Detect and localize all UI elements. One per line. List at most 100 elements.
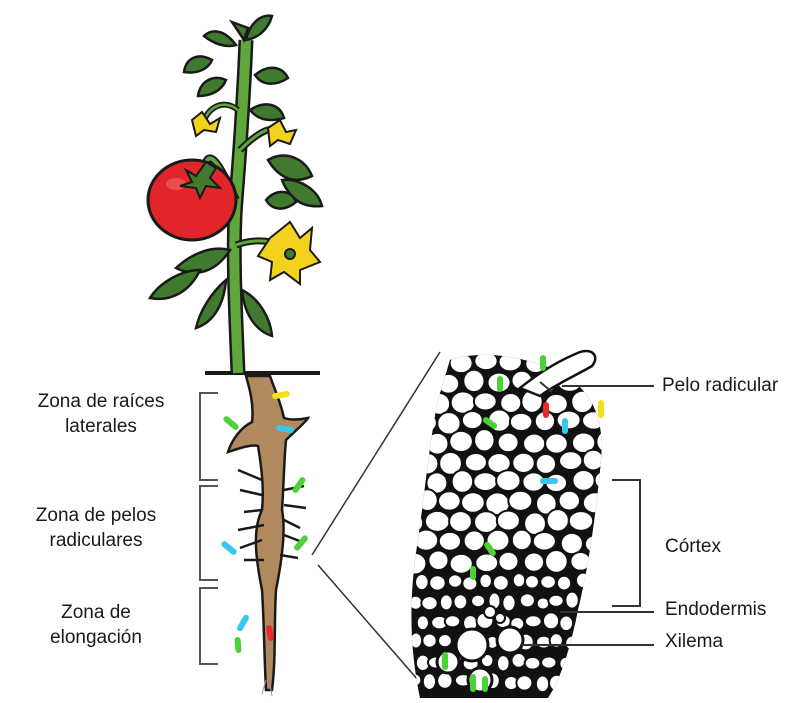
tissue-cell — [559, 451, 582, 470]
tissue-cell — [493, 575, 509, 590]
tissue-cell — [581, 673, 597, 688]
tissue-cell — [598, 595, 611, 609]
tissue-cell — [417, 413, 437, 432]
tissue-cell — [496, 470, 520, 491]
zone-label-lateral-roots: Zona de raíces laterales — [6, 389, 196, 439]
tissue-cell — [582, 634, 598, 650]
tissue-cell — [525, 575, 539, 588]
tissue-cell — [454, 594, 468, 609]
tissue-cell — [463, 370, 484, 392]
tissue-cell — [583, 371, 605, 393]
tissue-cell — [461, 492, 485, 512]
tissue-cell — [561, 533, 583, 554]
tissue-cell — [523, 434, 545, 454]
tissue-cell — [559, 491, 580, 511]
tissue-cell — [417, 489, 438, 511]
tissue-cell — [474, 429, 494, 451]
tissue-cell — [540, 575, 556, 589]
tissue-cell — [536, 676, 549, 693]
tissue-cell — [559, 657, 572, 671]
tissue-cell — [576, 616, 591, 629]
tissue-cell — [437, 374, 459, 394]
tissue-cell — [437, 672, 452, 688]
tissue-cell — [591, 573, 608, 589]
tissue-cell — [557, 576, 571, 591]
label-xylem: Xilema — [665, 631, 723, 653]
tissue-cell — [425, 511, 450, 532]
tissue-cell — [572, 470, 594, 491]
tissue-cell — [422, 633, 436, 647]
tissue-cell — [585, 535, 606, 553]
tissue-cell — [417, 615, 429, 630]
tissue-cell — [474, 352, 497, 370]
tissue-cell — [438, 634, 452, 647]
tissue-cell — [583, 492, 608, 513]
tissue-cell — [533, 532, 556, 550]
tissue-cell — [498, 433, 519, 453]
tissue-cell — [414, 530, 438, 551]
tissue-cell — [512, 530, 532, 550]
tissue-cell — [594, 552, 615, 572]
tissue-cell — [450, 554, 473, 574]
tissue-cell — [401, 433, 423, 453]
zone-label-elongation: Zona de elongación — [6, 600, 186, 650]
tissue-cell — [474, 392, 497, 410]
tissue-cell — [571, 391, 593, 413]
zone-lateral-line1: Zona de raíces — [6, 389, 196, 414]
tissue-cell — [440, 594, 453, 610]
tissue-cell — [547, 509, 569, 531]
tissue-cell — [525, 657, 541, 670]
tissue-cell — [462, 411, 483, 429]
tissue-cell — [545, 550, 568, 573]
tissue-cell — [404, 391, 425, 410]
tissue-cell — [569, 511, 593, 531]
tissue-cell — [452, 470, 474, 493]
tissue-cell — [549, 675, 564, 692]
tissue-cell — [565, 636, 580, 651]
tissue-cell — [471, 595, 485, 607]
tissue-cell — [429, 575, 445, 590]
tissue-cell — [568, 674, 580, 688]
tissue-cell — [516, 675, 532, 690]
zone-hairs-line2: radiculares — [6, 528, 186, 553]
tissue-cell — [479, 574, 492, 588]
tissue-cell — [473, 472, 497, 491]
tissue-cell — [595, 349, 616, 372]
tissue-cell — [497, 511, 520, 531]
tissue-cell — [445, 615, 461, 627]
tissue-cell — [541, 656, 556, 668]
tissue-cell — [565, 592, 578, 609]
tissue-cell — [409, 596, 423, 610]
zone-lateral-line2: laterales — [6, 414, 196, 439]
tissue-cell — [510, 413, 532, 431]
tissue-cell — [596, 430, 618, 453]
tissue-cell — [576, 654, 591, 669]
tissue-cell — [536, 454, 556, 474]
tissue-cell — [465, 453, 487, 471]
zone-brackets — [200, 393, 218, 664]
tissue-cell — [595, 514, 615, 534]
tissue-cell — [548, 595, 563, 607]
tissue-cell — [400, 471, 425, 492]
tissue-cell — [508, 491, 532, 511]
tissue-cell — [439, 532, 461, 551]
tissue-cell — [426, 433, 448, 455]
tissue-cell — [421, 596, 437, 610]
tissue-cell — [438, 491, 461, 510]
tissue-cell — [584, 593, 597, 608]
tissue-cell — [410, 632, 422, 648]
tissue-cell — [502, 595, 515, 612]
tissue-cell — [402, 553, 426, 575]
tissue-cell — [591, 615, 607, 631]
tissue-cell — [520, 593, 535, 607]
tissue-cell — [600, 635, 615, 651]
tissue-cell — [524, 552, 544, 571]
tissue-cell — [428, 550, 448, 570]
tissue-cell — [570, 552, 590, 571]
tissue-cell — [545, 434, 568, 454]
tissue-cell — [475, 553, 498, 572]
tissue-cell — [416, 453, 438, 475]
tissue-cell — [513, 573, 526, 587]
